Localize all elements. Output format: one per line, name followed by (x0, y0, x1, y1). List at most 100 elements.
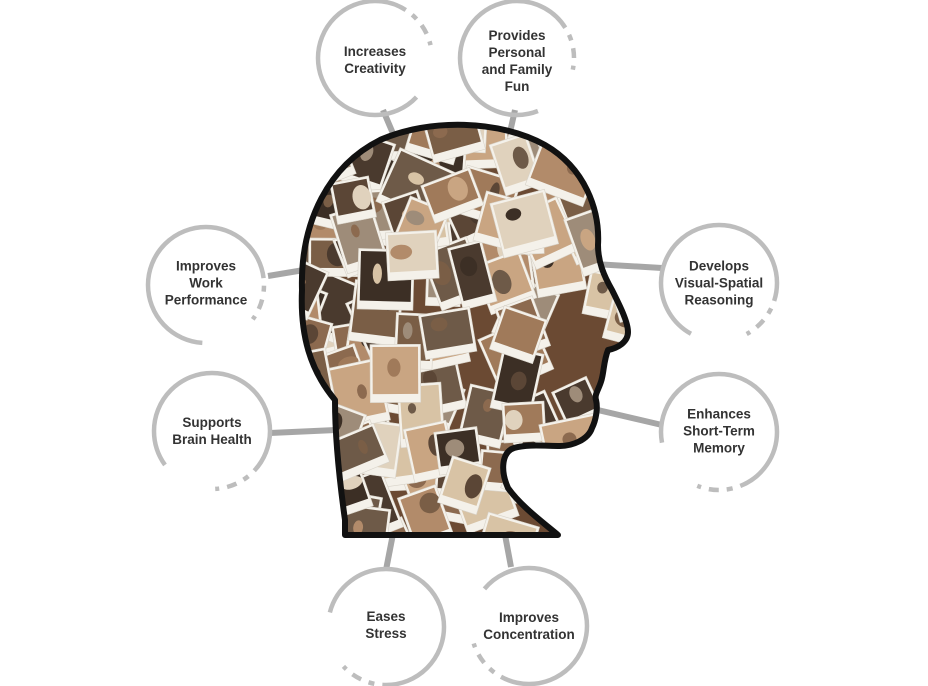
collage-photo-frame (301, 509, 330, 535)
benefit-ring-concentration (468, 565, 590, 686)
collage-photo-frame (540, 474, 597, 526)
collage-photo-image (528, 443, 576, 499)
collage-photo-figure (505, 313, 520, 331)
collage-photo-image (580, 492, 628, 535)
collage-photo-figure (390, 244, 413, 260)
collage-photo-figure (353, 520, 364, 535)
collage-photo-frame (301, 432, 338, 513)
collage-photo-frame (604, 351, 628, 412)
collage-photo-image (566, 498, 602, 535)
collage-photo-frame (301, 447, 334, 517)
collage-photo-image (425, 124, 481, 155)
collage-photo-figure (407, 403, 417, 414)
collage-photo-image (301, 254, 326, 312)
collage-photo-figure (279, 461, 298, 480)
collage-photo-figure (357, 384, 367, 399)
head-collage (258, 92, 672, 572)
collage-photo-figure (613, 439, 628, 461)
collage-photo-figure (358, 439, 368, 454)
collage-photo-tile (287, 509, 330, 543)
collage-photo-figure (309, 396, 326, 412)
collage-photo-tile (447, 239, 498, 311)
collage-photo-tile (436, 455, 492, 516)
collage-photo-figure (515, 457, 533, 474)
collage-photo-figure (433, 125, 448, 139)
collage-photo-tile (501, 400, 547, 444)
collage-photo-tile (604, 351, 628, 412)
collage-photo-figure (604, 142, 618, 155)
collage-photo-figure (340, 125, 361, 140)
collage-photo-image (595, 130, 628, 177)
collage-photo-figure (596, 508, 606, 528)
collage-photo-tile (538, 412, 611, 487)
collage-photo-tile (279, 447, 334, 517)
collage-photo-frame (593, 428, 628, 488)
collage-photo-image (607, 354, 628, 403)
benefit-label-creativity: Increases Creativity (343, 44, 407, 76)
benefit-label-stress: Eases Stress (365, 609, 407, 641)
collage-photo-figure (507, 453, 520, 475)
collage-photo-tile (489, 188, 560, 259)
collage-photo-frame (524, 440, 580, 508)
collage-photo-image (480, 515, 537, 535)
collage-photo-figure (626, 360, 628, 378)
collage-photo-image (603, 195, 628, 262)
collage-photo-image (544, 477, 592, 517)
collage-photo-image (598, 432, 628, 479)
collage-photo-figure (323, 194, 334, 208)
collage-photo-figure (505, 208, 522, 221)
collage-photo-tile (576, 488, 628, 535)
collage-photo-figure (287, 522, 304, 543)
collage-photo-figure (610, 505, 623, 524)
benefit-ring-visual-spatial (658, 222, 780, 344)
collage-photo-image (557, 512, 603, 535)
collage-photo-figure (270, 310, 293, 330)
collage-photo-figure (622, 237, 628, 257)
collage-photo-figure (447, 176, 468, 201)
collage-photo-frame (552, 509, 606, 535)
collage-photo-frame (301, 124, 340, 167)
collage-photo-tile (540, 474, 597, 526)
collage-photo-figure (301, 124, 315, 131)
collage-photo-figure (419, 492, 441, 514)
collage-photo-image (301, 451, 330, 508)
collage-photo-tile (418, 306, 478, 361)
collage-photo-figure (310, 177, 324, 188)
collage-photo-tile (301, 124, 340, 167)
collage-photo-figure (301, 450, 305, 463)
collage-photo-figure (512, 146, 529, 169)
collage-photo-tile (582, 495, 628, 535)
collage-photo-frame (576, 488, 628, 535)
collage-photo-figure (531, 454, 554, 473)
collage-photo-tile (369, 343, 422, 403)
collage-photo-tile (578, 124, 628, 159)
benefit-label-brain-health: Supports Brain Health (172, 415, 252, 447)
benefit-ring-brain-health (151, 370, 273, 492)
collage-photo-tile (301, 251, 330, 321)
collage-photo-tile (329, 175, 377, 225)
collage-photo-image (301, 124, 336, 158)
collage-photo-frame (563, 495, 606, 535)
collage-photo-figure (510, 371, 527, 391)
benefit-ring-stress (325, 566, 447, 686)
collage-photo-figure (350, 224, 360, 238)
benefit-ring-short-term-memory (658, 371, 780, 493)
collage-photo-tile (595, 465, 628, 520)
collage-photo-tile (385, 229, 440, 282)
collage-photo-tile (589, 433, 628, 487)
collage-photo-figure (483, 399, 493, 412)
collage-photo-figure (546, 449, 566, 476)
benefit-label-work-performance: Improves Work Performance (164, 258, 248, 308)
collage-photo-figure (568, 521, 585, 535)
benefit-label-concentration: Improves Concentration (483, 610, 575, 642)
collage-photo-tile (524, 440, 580, 508)
benefit-label-family-fun: Provides Personal and Family Fun (481, 28, 553, 94)
collage-photo-tile (563, 495, 606, 535)
benefit-ring-work-performance (145, 224, 267, 346)
benefit-label-visual-spatial: Develops Visual-Spatial Reasoning (674, 258, 764, 308)
collage-photo-figure (569, 386, 583, 403)
collage-photo-tile (552, 509, 606, 535)
collage-photo-figure (638, 279, 655, 305)
collage-photo-tile (489, 345, 545, 417)
collage-photo-frame (592, 127, 628, 187)
